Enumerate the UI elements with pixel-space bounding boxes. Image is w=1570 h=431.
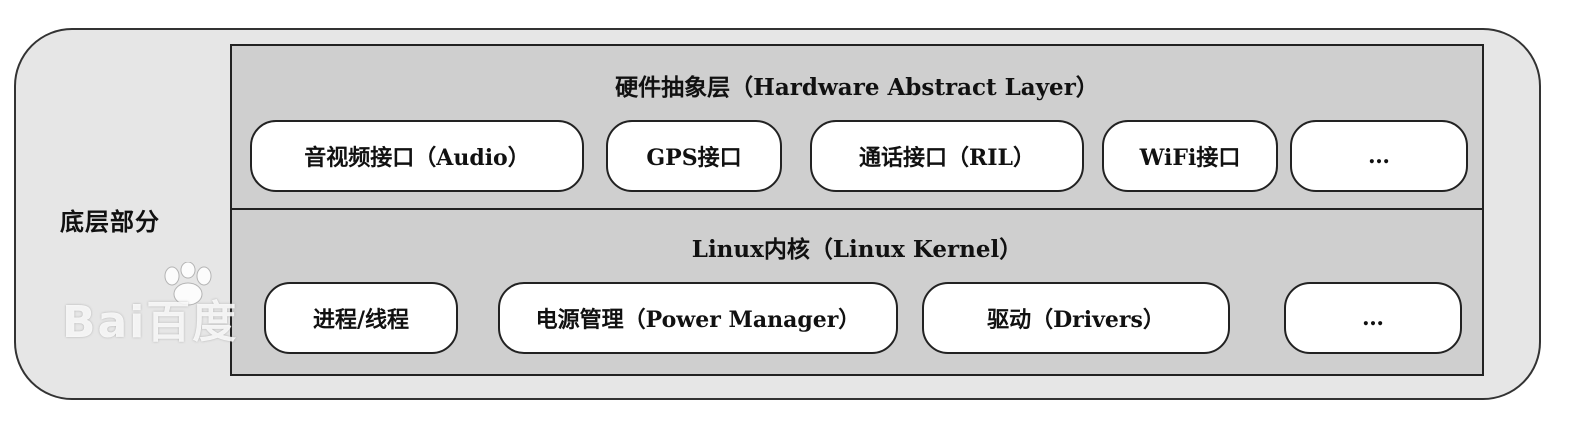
linux-kernel-layer: Linux内核（Linux Kernel） 进程/线程 电源管理（Power M… bbox=[230, 208, 1484, 376]
drivers-box: 驱动（Drivers） bbox=[922, 282, 1230, 354]
gps-interface-box: GPS接口 bbox=[606, 120, 782, 192]
wifi-interface-box: WiFi接口 bbox=[1102, 120, 1278, 192]
bottom-layer-label: 底层部分 bbox=[60, 207, 160, 236]
ril-interface-box: 通话接口（RIL） bbox=[810, 120, 1084, 192]
audio-interface-box: 音视频接口（Audio） bbox=[250, 120, 584, 192]
hardware-abstract-layer: 硬件抽象层（Hardware Abstract Layer） 音视频接口（Aud… bbox=[230, 44, 1484, 210]
power-manager-box: 电源管理（Power Manager） bbox=[498, 282, 898, 354]
hal-more-box: … bbox=[1290, 120, 1468, 192]
kernel-title: Linux内核（Linux Kernel） bbox=[691, 236, 1023, 263]
kernel-more-box: … bbox=[1284, 282, 1462, 354]
process-thread-box: 进程/线程 bbox=[264, 282, 458, 354]
hal-title: 硬件抽象层（Hardware Abstract Layer） bbox=[615, 74, 1099, 101]
